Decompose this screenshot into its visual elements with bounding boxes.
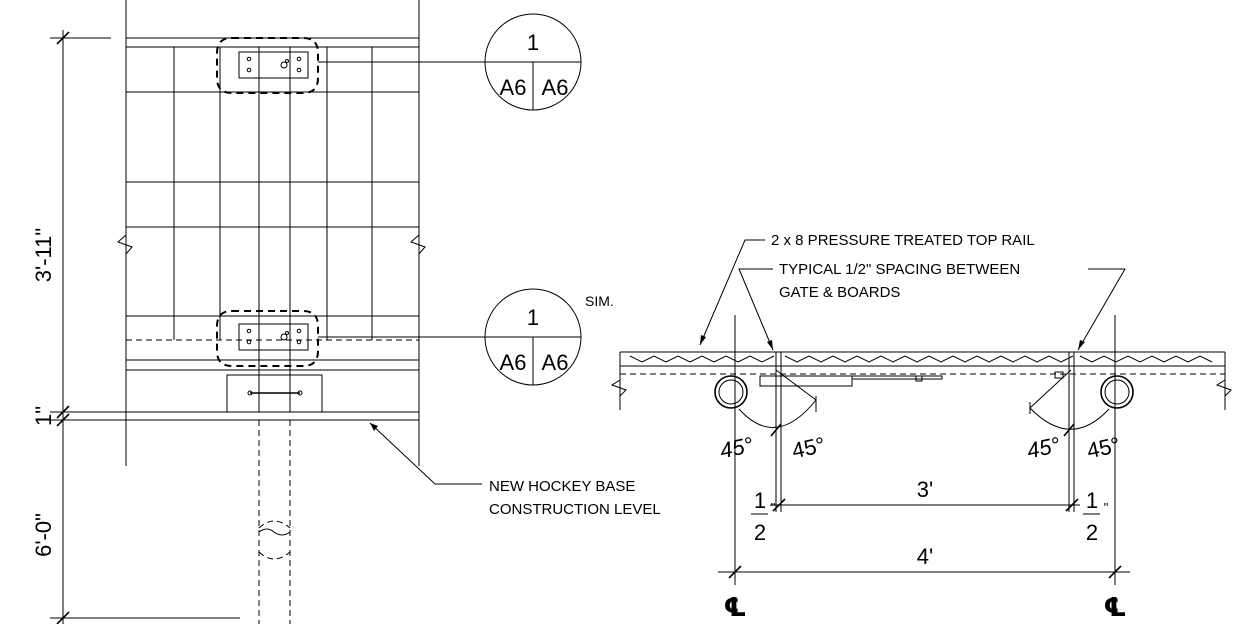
dim-inner-label: 3' (917, 477, 933, 502)
half-left-numerator: 1 (754, 488, 766, 513)
half-left-unit: " (771, 500, 776, 515)
callout-sim-note: SIM. (585, 293, 614, 309)
base-level-leader: NEW HOCKEY BASE CONSTRUCTION LEVEL (369, 422, 661, 518)
top-hinge-bracket (216, 37, 319, 94)
base-label-line1: NEW HOCKEY BASE (489, 478, 635, 495)
spacing-label-line2: GATE & BOARDS (779, 284, 900, 301)
base-label-line2: CONSTRUCTION LEVEL (489, 501, 661, 518)
dim-upper-label: 3'-11" (31, 228, 56, 282)
dim-outer-label: 4' (917, 544, 933, 569)
dim-middle-label: 1" (31, 406, 56, 426)
half-right-numerator: 1 (1086, 488, 1098, 513)
callout-bottom-sheet-right: A6 (542, 350, 569, 375)
angle-label-4: 45° (1085, 432, 1123, 463)
left-elevation: 1 A6 A6 1 A6 A6 SIM. 3'-11" 1" (31, 0, 661, 624)
dim-outer: 4' (718, 544, 1130, 579)
callout-bottom-number: 1 (527, 305, 539, 330)
top-rail-label: 2 x 8 PRESSURE TREATED TOP RAIL (771, 232, 1035, 249)
dim-inner: 3' 1 2 " 1 2 " (751, 477, 1109, 545)
detail-callout-top: 1 A6 A6 (484, 13, 582, 111)
half-right-unit: " (1104, 500, 1109, 515)
half-left-denominator: 2 (754, 520, 766, 545)
callout-top-sheet-right: A6 (542, 75, 569, 100)
centerline-right-symbol: ℄ (1103, 592, 1126, 622)
angle-label-1: 45° (718, 432, 756, 463)
callout-top-number: 1 (527, 30, 539, 55)
plan-detail: 2 x 8 PRESSURE TREATED TOP RAIL TYPICAL … (610, 232, 1232, 622)
bottom-hinge-bracket (216, 310, 319, 367)
angle-label-3: 45° (1025, 432, 1063, 463)
callout-top-sheet-left: A6 (500, 75, 527, 100)
half-right-denominator: 2 (1086, 520, 1098, 545)
spacing-label-line1: TYPICAL 1/2" SPACING BETWEEN (779, 261, 1020, 278)
detail-callout-bottom: 1 A6 A6 SIM. (484, 288, 614, 386)
callout-bottom-sheet-left: A6 (500, 350, 527, 375)
vertical-dimensions: 3'-11" 1" 6'-0" (31, 30, 240, 624)
centerline-left-symbol: ℄ (723, 592, 746, 622)
angle-label-2: 45° (790, 432, 828, 463)
dim-lower-label: 6'-0" (31, 513, 56, 557)
